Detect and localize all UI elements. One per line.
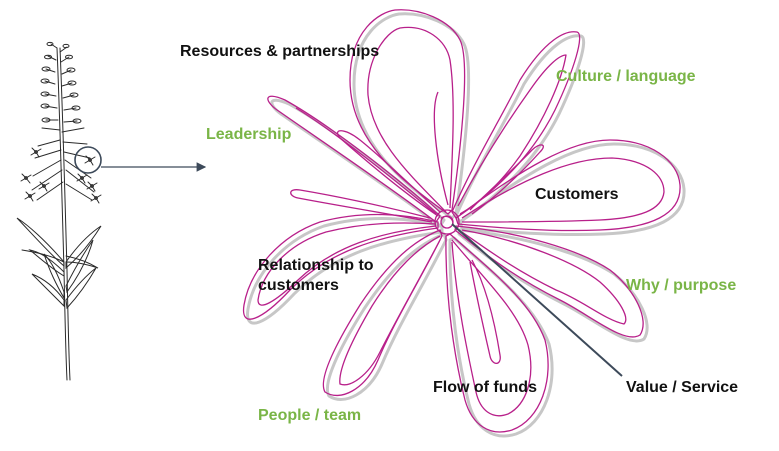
petal-bottom (445, 233, 549, 433)
value-pointer-line (451, 223, 623, 377)
fireweed-plant-sketch (16, 41, 102, 381)
label-people-team: People / team (258, 407, 362, 424)
label-resources-partnerships: Resources & partnerships (180, 43, 380, 60)
petal-top (349, 9, 466, 215)
label-relationship-to-customers: Relationship to customers (258, 257, 374, 294)
petal-right (455, 139, 681, 232)
label-culture-language: Culture / language (556, 68, 696, 85)
label-value-service: Value / Service (626, 379, 739, 396)
petal-upper-left (267, 95, 441, 223)
flower-petals (242, 9, 681, 433)
flower-petals-shadow (246, 12, 686, 438)
petal-lower-right (454, 225, 644, 338)
label-flow-of-funds: Flow of funds (433, 379, 537, 396)
label-leadership: Leadership (206, 126, 292, 143)
petal-left (242, 213, 439, 320)
zoom-circle (74, 146, 102, 174)
flower-center (434, 209, 460, 235)
label-why-purpose: Why / purpose (626, 277, 737, 294)
label-customers: Customers (535, 186, 619, 203)
